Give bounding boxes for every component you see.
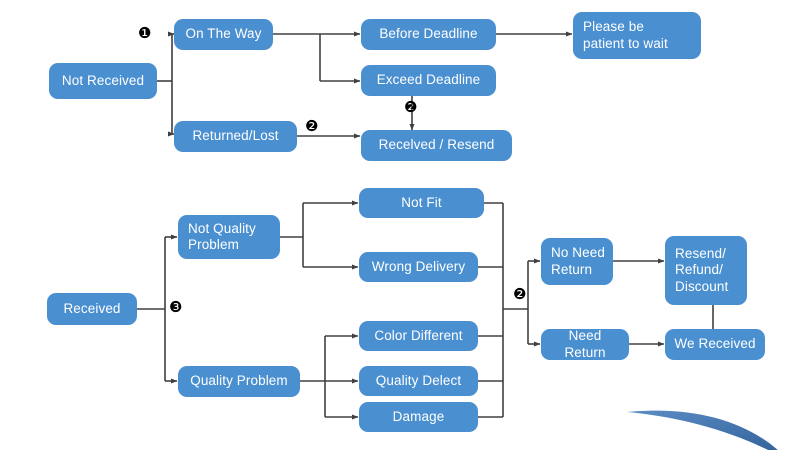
node-please-be-patient[interactable]: Please be patient to wait (573, 12, 701, 59)
node-returned-lost[interactable]: Returned/Lost (174, 121, 297, 152)
step-marker-two-exceed: ❷ (404, 98, 418, 116)
node-we-received[interactable]: We Received (665, 329, 765, 360)
node-not-fit[interactable]: Not Fit (359, 188, 484, 218)
node-wrong-delivery[interactable]: Wrong Delivery (359, 252, 478, 282)
step-marker-two-bottom: ❷ (513, 285, 527, 303)
node-on-the-way[interactable]: On The Way (174, 19, 273, 50)
node-resend-refund-discount[interactable]: Resend/ Refund/ Discount (665, 236, 747, 305)
node-color-different[interactable]: Color Different (359, 321, 478, 351)
top-branch-connectors (157, 31, 573, 139)
node-received[interactable]: Received (47, 293, 137, 325)
node-damage[interactable]: Damage (359, 402, 478, 432)
node-exceed-deadline[interactable]: Exceed Deadline (361, 65, 496, 96)
node-no-need-return[interactable]: No Need Return (541, 238, 613, 285)
step-marker-three: ❸ (169, 298, 183, 316)
step-marker-two-top: ❷ (305, 117, 319, 135)
node-quality-delect[interactable]: Quality Delect (359, 366, 478, 396)
bottom-branch-connectors (137, 200, 714, 420)
node-not-quality-problem[interactable]: Not Quality Problem (178, 215, 280, 259)
node-not-received[interactable]: Not Received (49, 63, 157, 99)
step-marker-one: ❶ (138, 24, 152, 42)
decorative-swoosh-icon (627, 410, 778, 450)
node-before-deadline[interactable]: Before Deadline (361, 19, 496, 50)
node-received-resend[interactable]: Recelved / Resend (361, 130, 512, 161)
node-need-return[interactable]: Need Return (541, 328, 629, 360)
node-quality-problem[interactable]: Quality Problem (178, 366, 300, 397)
